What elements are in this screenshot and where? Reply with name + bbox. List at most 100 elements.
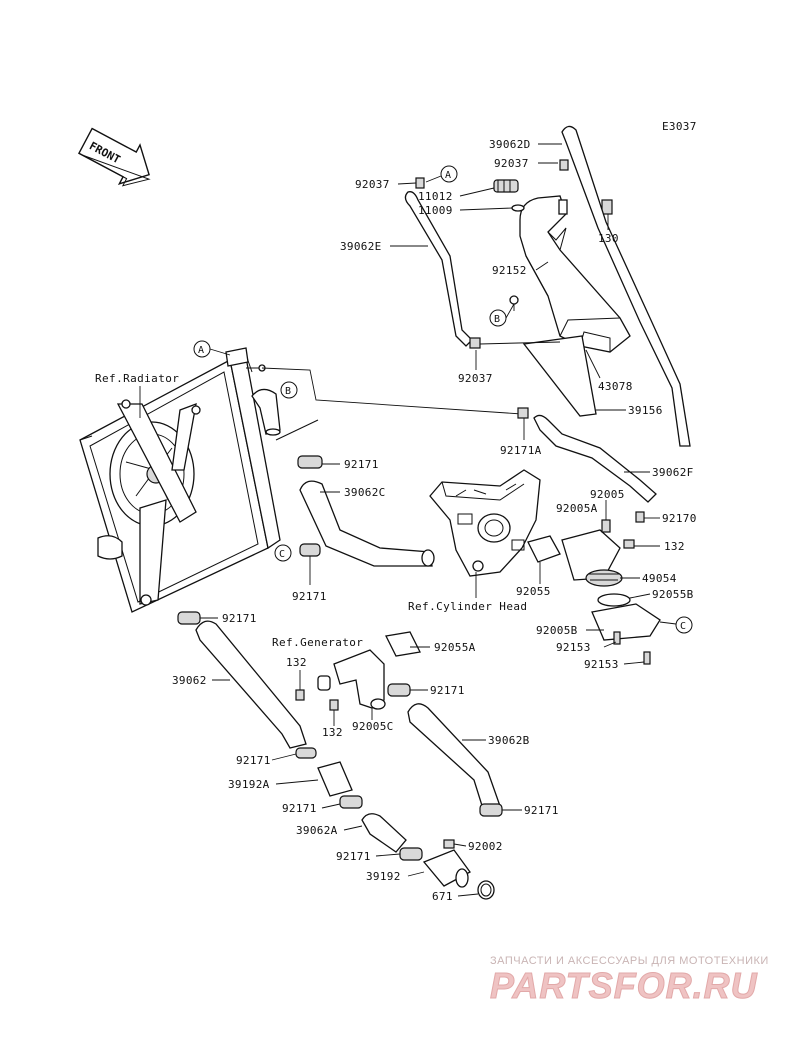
label-92005: 92005 — [590, 488, 625, 501]
bolt-92153-a — [613, 631, 621, 645]
clamp-92171-left-b — [339, 795, 363, 809]
label-39062C: 39062C — [344, 486, 386, 499]
clamp-92037-left — [415, 177, 425, 189]
bolt-92170 — [635, 511, 645, 523]
clamp-92171-gen — [387, 683, 411, 697]
label-92037-lower: 92037 — [458, 372, 493, 385]
label-92037-left: 92037 — [355, 178, 390, 191]
label-11009: 11009 — [418, 204, 453, 217]
label-92171-left-b: 92171 — [282, 802, 317, 815]
bolt-92005A — [601, 519, 611, 533]
thermostat-cover — [561, 529, 621, 581]
hose-39062E — [404, 191, 473, 347]
svg-text:B: B — [285, 386, 291, 397]
label-132-gen-bottom: 132 — [322, 726, 343, 739]
svg-text:A: A — [198, 345, 204, 356]
watermark-tagline: ЗАПЧАСТИ И АКСЕССУАРЫ ДЛЯ МОТОТЕХНИКИ — [490, 955, 769, 967]
bolt-132-gen-top — [295, 689, 305, 701]
label-92171-left-c: 92171 — [336, 850, 371, 863]
reservoir-bracket-43078 — [522, 335, 597, 417]
label-39062F: 39062F — [652, 466, 694, 479]
hose-39062D — [561, 125, 691, 447]
label-92171-mid: 92171 — [222, 612, 257, 625]
label-92170: 92170 — [662, 512, 697, 525]
reservoir-body — [519, 195, 631, 353]
clamp-92171-left-a — [295, 747, 317, 759]
label-130: 130 — [598, 232, 619, 245]
callout-c-thermostat — [675, 616, 693, 634]
label-11012: 11012 — [418, 190, 453, 203]
label-92171-upper: 92171 — [344, 458, 379, 471]
reservoir-cap-seal — [511, 204, 525, 212]
pipe-39192A — [317, 761, 353, 797]
o-ring-92055B — [597, 593, 631, 607]
hose-39062 — [195, 620, 307, 749]
label-671: 671 — [432, 890, 453, 903]
label-92002: 92002 — [468, 840, 503, 853]
label-132-gen-top: 132 — [286, 656, 307, 669]
thermostat-lower-housing — [591, 603, 661, 641]
label-39062E: 39062E — [340, 240, 382, 253]
label-92055: 92055 — [516, 585, 551, 598]
label-132-right: 132 — [664, 540, 685, 553]
radiator-pad — [97, 535, 123, 560]
reservoir-cap — [493, 179, 519, 193]
label-92171-left-a: 92171 — [236, 754, 271, 767]
radiator-top-bracket — [225, 347, 249, 367]
o-ring-671 — [477, 880, 495, 900]
callout-b-radiator — [280, 381, 298, 399]
ref-cylinder-head-label: Ref.Cylinder Head — [408, 600, 527, 613]
label-92171-c: 92171 — [292, 590, 327, 603]
thermostat-49054 — [585, 569, 623, 587]
callout-c-hose — [274, 544, 292, 562]
bolt-92002 — [443, 839, 455, 849]
fan-bracket-upper — [116, 403, 197, 523]
label-92037-top: 92037 — [494, 157, 529, 170]
clamp-92037-top — [559, 159, 569, 171]
label-92153-b: 92153 — [584, 658, 619, 671]
label-39062A: 39062A — [296, 824, 338, 837]
label-92152: 92152 — [492, 264, 527, 277]
grommet-92152 — [509, 295, 519, 305]
label-39062D: 39062D — [489, 138, 531, 151]
leader-lines — [200, 143, 660, 897]
label-92005B: 92005B — [536, 624, 578, 637]
clamp-92037-lower — [469, 337, 481, 349]
thermostat-housing — [561, 511, 661, 665]
svg-text:A: A — [445, 170, 451, 181]
pipe-fitting — [317, 675, 331, 691]
label-92055A: 92055A — [434, 641, 476, 654]
callout-a-hose — [440, 165, 458, 183]
bolt-130 — [601, 199, 613, 215]
hose-39062A — [361, 813, 407, 853]
ref-radiator-label: Ref.Radiator — [95, 372, 179, 385]
label-92153-a: 92153 — [556, 641, 591, 654]
watermark-logo: PARTSFOR.RU — [490, 965, 758, 1006]
svg-text:B: B — [494, 314, 500, 325]
label-43078: 43078 — [598, 380, 633, 393]
clamp-92171-right-low — [479, 803, 503, 817]
label-92055B: 92055B — [652, 588, 694, 601]
label-39192A: 39192A — [228, 778, 270, 791]
label-92171-gen: 92171 — [430, 684, 465, 697]
svg-text:C: C — [279, 549, 285, 560]
reservoir-tank — [493, 179, 631, 353]
cylinder-head — [429, 469, 541, 577]
gasket-92055A — [385, 631, 421, 657]
label-39062: 39062 — [172, 674, 207, 687]
diagram-code: E3037 — [662, 120, 697, 133]
label-92171-right-low: 92171 — [524, 804, 559, 817]
bolt-132-gen-bottom — [329, 699, 339, 711]
hose-39062C — [299, 480, 433, 567]
gasket-92055 — [527, 535, 561, 563]
clamp-92171-upper — [297, 455, 323, 469]
label-39062B: 39062B — [488, 734, 530, 747]
clamp-92171-left-c — [399, 847, 423, 861]
ref-generator-label: Ref.Generator — [272, 636, 363, 649]
radiator-assembly — [79, 347, 319, 613]
part-labels: 39062D 92037 92037 11012 11009 130 39062… — [172, 138, 697, 903]
label-92171A: 92171A — [500, 444, 542, 457]
watermark: ЗАПЧАСТИ И АКСЕССУАРЫ ДЛЯ МОТОТЕХНИКИ PA… — [490, 955, 769, 1007]
